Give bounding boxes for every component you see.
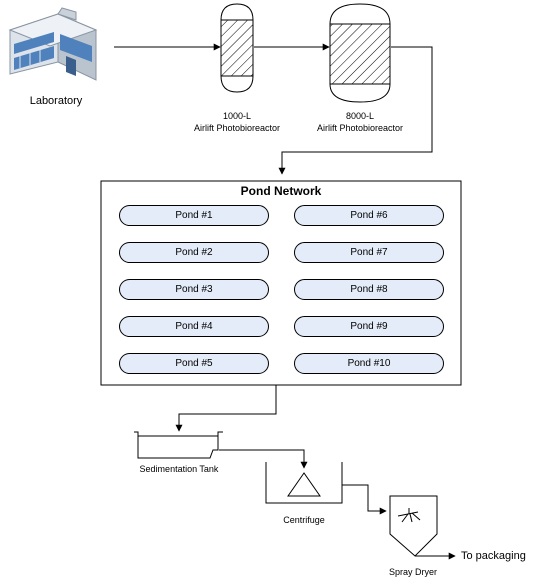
pond-network-title: Pond Network [240, 184, 322, 198]
reactor2-size-label: 8000-L [345, 111, 375, 121]
spray-dryer-icon [389, 495, 438, 557]
pond-5: Pond #5 [119, 353, 269, 374]
flow-ponds-to-sedimentation [175, 385, 277, 432]
laboratory-label: Laboratory [29, 95, 83, 107]
spray-dryer-label: Spray Dryer [388, 567, 437, 577]
to-packaging-label: To packaging [461, 550, 526, 562]
pond-network-box [100, 180, 462, 386]
reactor2-type-label: Airlift Photobioreactor [316, 123, 404, 133]
pond-4: Pond #4 [119, 316, 269, 337]
flow-reactor2-to-ponds [278, 46, 433, 175]
flow-sedimentation-to-centrifuge [219, 449, 308, 469]
pond-2: Pond #2 [119, 242, 269, 263]
photobioreactor-1000l-vessel [220, 3, 254, 93]
centrifuge-icon [265, 462, 343, 504]
pond-10: Pond #10 [294, 353, 444, 374]
sedimentation-tank-icon [134, 431, 223, 459]
sedimentation-tank-label: Sedimentation Tank [139, 464, 219, 474]
pond-9: Pond #9 [294, 316, 444, 337]
reactor1-size-label: 1000-L [222, 111, 252, 121]
pond-3: Pond #3 [119, 279, 269, 300]
pond-6: Pond #6 [294, 205, 444, 226]
laboratory-building-icon [8, 7, 98, 81]
centrifuge-label: Centrifuge [283, 515, 325, 525]
pond-7: Pond #7 [294, 242, 444, 263]
flow-centrifuge-to-dryer [342, 484, 387, 515]
pond-8: Pond #8 [294, 279, 444, 300]
pond-1: Pond #1 [119, 205, 269, 226]
photobioreactor-8000l-vessel [329, 3, 391, 103]
reactor1-type-label: Airlift Photobioreactor [193, 123, 281, 133]
